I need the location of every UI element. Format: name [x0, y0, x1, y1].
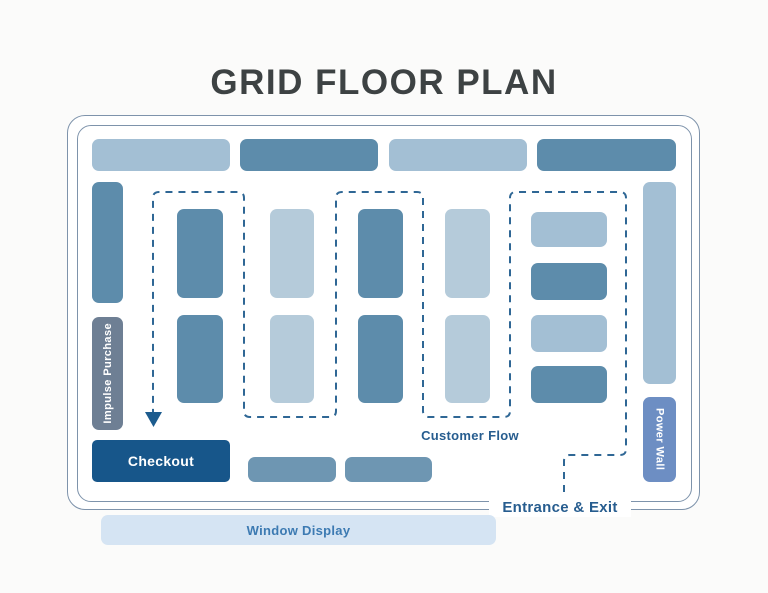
entrance-wall-gap — [489, 495, 631, 517]
top-shelf-4 — [537, 139, 676, 171]
right-wall-shelf — [643, 182, 676, 384]
top-shelf-3 — [389, 139, 527, 171]
aisle2-shelf-bottom — [270, 315, 314, 403]
page-title: GRID FLOOR PLAN — [210, 63, 558, 103]
left-wall-shelf — [92, 182, 123, 303]
aisle1-shelf-bottom — [177, 315, 223, 403]
window-display-zone: Window Display — [101, 515, 496, 545]
checkout-label: Checkout — [127, 453, 195, 469]
customer-flow-label: Customer Flow — [421, 428, 519, 443]
window-display-label: Window Display — [246, 522, 351, 538]
power-wall-label: Power Wall — [653, 408, 666, 471]
aisle5-shelf-4 — [531, 366, 607, 403]
checkout-zone: Checkout — [92, 440, 230, 482]
aisle3-shelf-top — [358, 209, 403, 298]
aisle5-shelf-1 — [531, 212, 607, 247]
aisle4-shelf-bottom — [445, 315, 490, 403]
top-shelf-2 — [240, 139, 378, 171]
power-wall-zone: Power Wall — [643, 397, 676, 482]
bottom-shelf-1 — [248, 457, 336, 482]
aisle5-shelf-2 — [531, 263, 607, 300]
aisle4-shelf-top — [445, 209, 490, 298]
aisle2-shelf-top — [270, 209, 314, 298]
impulse-purchase-zone: Impulse Purchase — [92, 317, 123, 430]
aisle3-shelf-bottom — [358, 315, 403, 403]
bottom-shelf-2 — [345, 457, 432, 482]
aisle1-shelf-top — [177, 209, 223, 298]
impulse-purchase-label: Impulse Purchase — [101, 323, 114, 424]
entrance-exit-label: Entrance & Exit — [502, 499, 618, 516]
top-shelf-1 — [92, 139, 230, 171]
aisle5-shelf-3 — [531, 315, 607, 352]
